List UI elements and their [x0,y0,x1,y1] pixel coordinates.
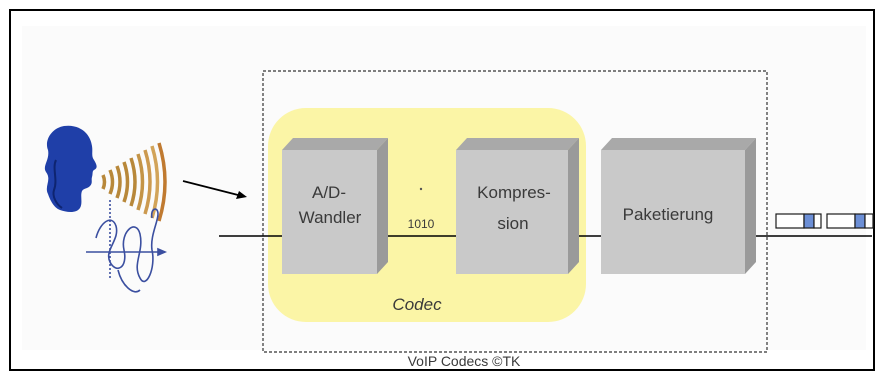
bits-label: 1010 [408,217,435,231]
packetizing-block [601,138,756,274]
ad-block-label-line2: Wandler [299,208,362,227]
bit-marker-dot [419,187,423,191]
ad-converter-block [282,138,388,274]
figure-caption: VoIP Codecs ©TK [408,353,521,369]
waveform-icon [86,200,168,293]
codec-label: Codec [392,295,442,314]
compression-block [456,138,579,274]
speaker-head-icon [44,125,97,212]
sound-waves-icon [101,142,167,222]
codec-system-boundary [262,70,768,353]
input-arrow [182,180,247,199]
packetizing-block-label: Paketierung [623,205,714,224]
packets-icon [775,213,874,229]
compression-block-label-line1: Kompres- [477,183,551,202]
ad-block-label-line1: A/D- [312,183,346,202]
compression-block-label-line2: sion [497,214,528,233]
